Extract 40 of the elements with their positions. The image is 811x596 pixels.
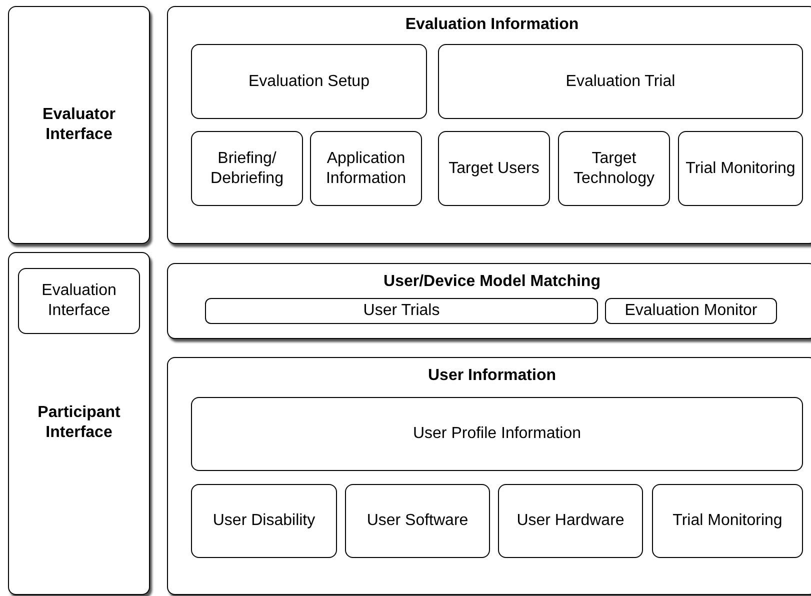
layer-panel [8, 252, 150, 595]
module-box [191, 131, 303, 206]
module-box [652, 484, 803, 558]
module-label: Evaluation Interface [40, 281, 118, 321]
module-label: User Software [366, 511, 470, 531]
module-box [345, 484, 490, 558]
module-box [18, 268, 140, 334]
panel-title: Participant Interface [36, 403, 122, 443]
panel-title: User/Device Model Matching [382, 272, 602, 292]
module-label: Evaluation Setup [248, 72, 370, 92]
module-label: Evaluation Monitor [624, 301, 758, 321]
module-label: User Profile Information [412, 424, 582, 444]
module-label: Trial Monitoring [672, 511, 784, 531]
layer-panel [8, 6, 150, 244]
module-box [191, 44, 427, 119]
module-box [191, 484, 337, 558]
module-pill [205, 298, 598, 324]
panel-title: User Information [426, 366, 557, 386]
layer-panel [167, 263, 811, 339]
module-label: Briefing/ Debriefing [210, 148, 284, 188]
module-box [191, 397, 803, 471]
module-label: User Hardware [516, 511, 626, 531]
module-label: Application Information [324, 148, 408, 188]
panel-title: Evaluation Information [404, 15, 580, 35]
module-box [678, 131, 803, 206]
module-box [438, 44, 803, 119]
module-box [498, 484, 643, 558]
module-label: Trial Monitoring [684, 158, 796, 178]
module-box [310, 131, 422, 206]
module-label: Target Technology [572, 148, 656, 188]
panel-title: Evaluator Interface [42, 105, 116, 145]
module-label: Evaluation Trial [564, 72, 676, 92]
module-label: User Trials [362, 301, 441, 321]
module-box [558, 131, 670, 206]
layer-panel [167, 6, 811, 244]
module-label: Target Users [448, 158, 540, 178]
layer-panel [167, 357, 811, 595]
module-pill [605, 298, 777, 324]
module-box [438, 131, 550, 206]
module-label: User Disability [212, 511, 316, 531]
